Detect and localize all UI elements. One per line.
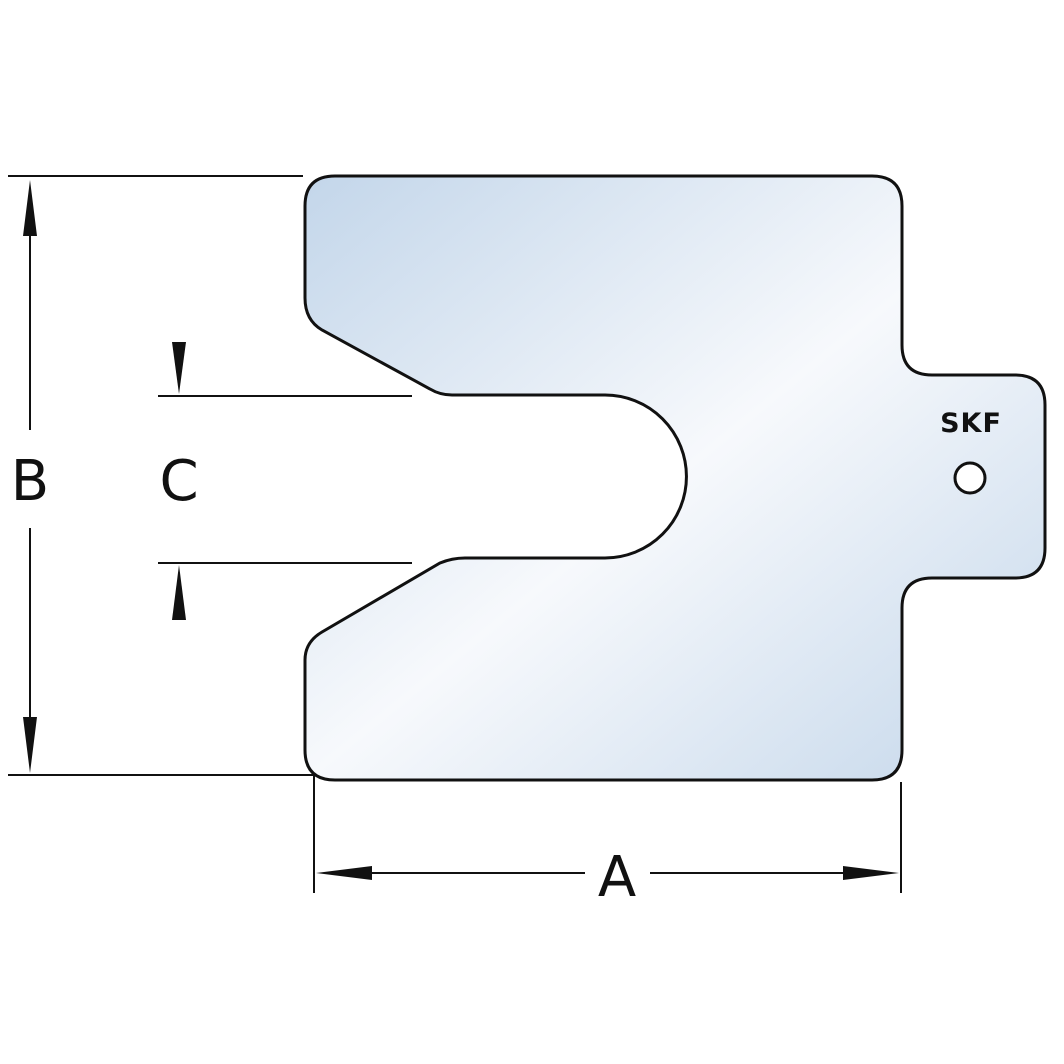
arrow-a-right-icon <box>843 866 899 880</box>
label-a: A <box>598 845 636 910</box>
arrow-a-left-icon <box>316 866 372 880</box>
label-c: C <box>159 449 198 514</box>
skf-logo: SKF <box>940 408 1002 439</box>
arrow-b-down-icon <box>23 717 37 773</box>
dimension-lines <box>8 175 902 893</box>
arrow-b-up-icon <box>23 180 37 236</box>
shim-plate <box>303 174 1047 782</box>
mounting-hole <box>953 461 987 495</box>
arrow-c-down-icon <box>172 342 186 394</box>
arrowheads <box>23 180 899 880</box>
arrow-c-up-icon <box>172 565 186 620</box>
label-b: B <box>11 449 49 514</box>
